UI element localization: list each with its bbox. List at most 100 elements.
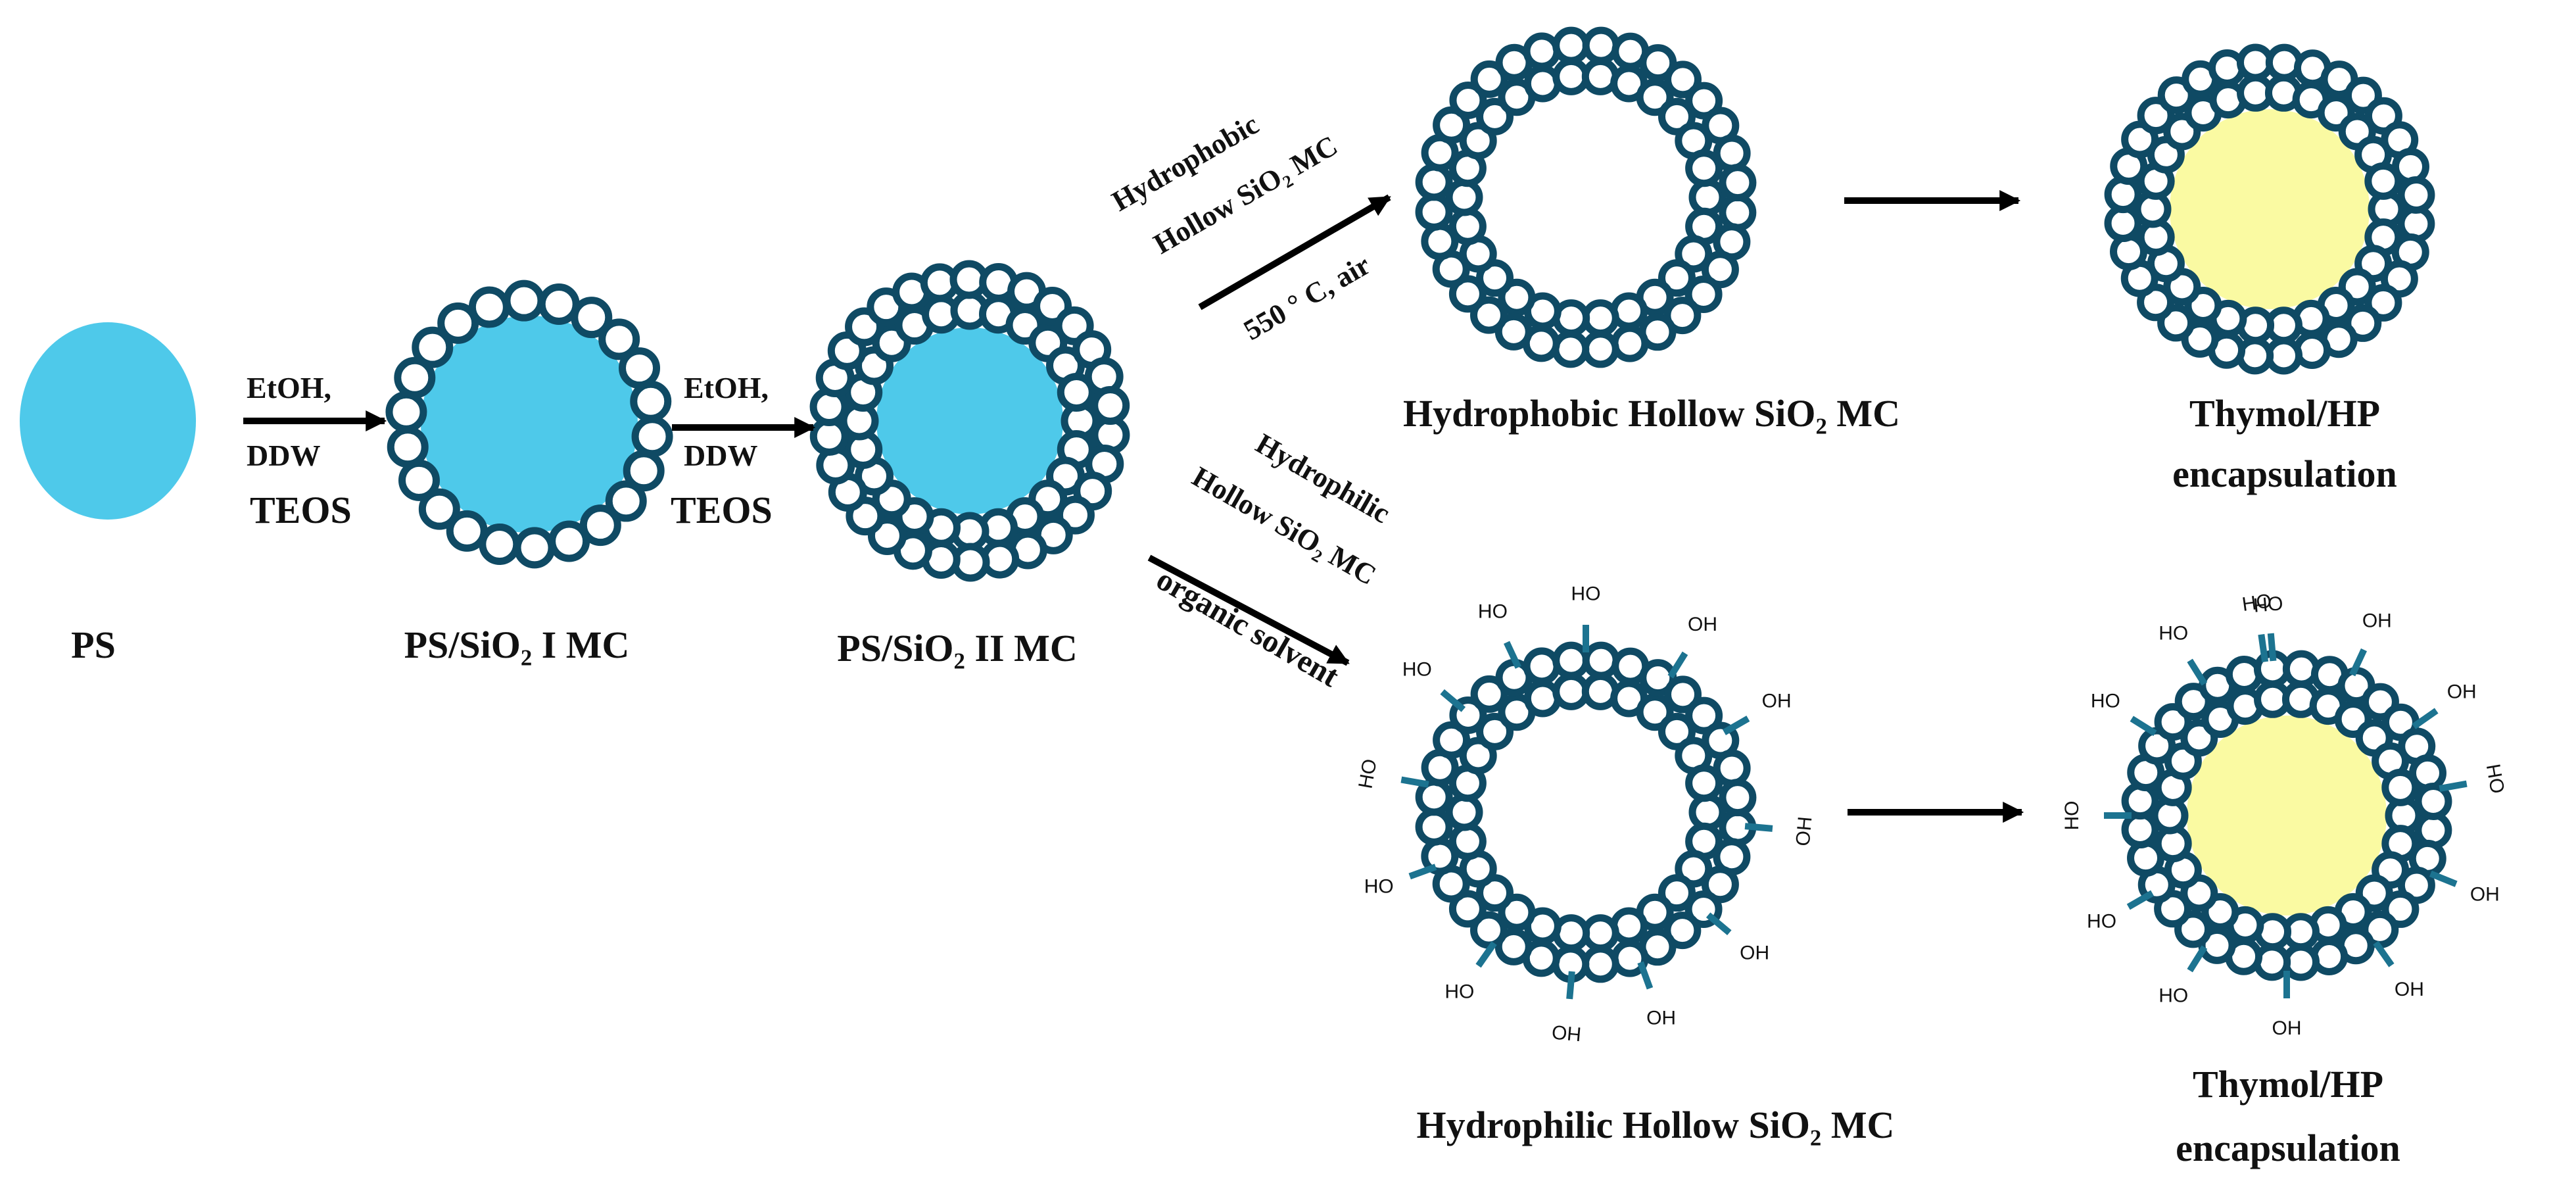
hydroxyl-label: OH xyxy=(2470,884,2500,906)
hydroxyl-label: HO xyxy=(2159,622,2188,644)
hydroxyl-label: HO xyxy=(2159,985,2188,1007)
hydroxyl-label: OH xyxy=(1762,690,1792,712)
hydroxyl-label: HO xyxy=(1444,981,1474,1002)
silica-bead xyxy=(1675,235,1713,273)
hydroxyl-bond xyxy=(2373,940,2395,967)
silica-bead xyxy=(1459,737,1497,775)
hydroxyl-bond xyxy=(1504,641,1521,669)
hydroxyl-label: OH xyxy=(2272,1017,2302,1039)
hydroxyl-bond xyxy=(2349,648,2368,677)
hydroxyl-label: HO xyxy=(1364,875,1394,897)
label-encap-bottom-line1: Thymol/HP xyxy=(2193,1063,2383,1106)
label-ps-sio2-i: PS/SiO₂ I MC xyxy=(404,623,630,666)
silica-bead xyxy=(1719,193,1757,232)
silica-bead xyxy=(394,356,436,399)
silica-bead xyxy=(630,380,672,422)
hydroxyl-bond xyxy=(2258,634,2269,662)
step1-reagent-ddw: DDW xyxy=(247,439,320,472)
hydroxyl-label: OH xyxy=(1571,582,1601,604)
silica-bead xyxy=(1552,641,1590,679)
silica-bead xyxy=(1684,276,1723,314)
silica-bead xyxy=(1639,44,1677,82)
silica-bead xyxy=(598,318,640,360)
silica-bead xyxy=(1713,134,1751,172)
silica-bead xyxy=(1470,60,1508,98)
thymol-core xyxy=(2187,716,2387,915)
silica-bead xyxy=(1421,222,1459,260)
silica-bead xyxy=(2397,176,2435,214)
silica-bead xyxy=(1675,850,1713,888)
silica-bead xyxy=(1685,149,1723,187)
hydroxyl-label: OH xyxy=(1792,816,1817,847)
hydroxyl-bond xyxy=(1667,651,1688,679)
hydroxyl-label: OH xyxy=(2483,762,2509,795)
silica-bead xyxy=(1552,330,1590,368)
silica-bead xyxy=(1582,641,1620,679)
silica-bead xyxy=(1685,82,1723,120)
step2-reagent-teos: TEOS xyxy=(671,489,773,531)
silica-bead xyxy=(1057,373,1096,412)
silica-bead xyxy=(1688,793,1727,831)
hydroxyl-label: HO xyxy=(1402,659,1432,681)
silica-bead xyxy=(1701,251,1739,289)
silica-bead xyxy=(1685,764,1723,802)
silica-bead xyxy=(1663,297,1702,335)
hydroxyl-label: OH xyxy=(1688,614,1717,635)
silica-bead xyxy=(437,302,479,344)
label-encap-top-line2: encapsulation xyxy=(2172,452,2397,495)
silica-bead xyxy=(1494,927,1533,965)
hydroxyl-bond xyxy=(1722,716,1750,735)
label-hydrophilic-product: Hydrophilic Hollow SiO₂ MC xyxy=(1417,1104,1895,1146)
ps-sio2-ii-particle xyxy=(809,260,1130,582)
silica-bead xyxy=(1433,106,1471,144)
hydroxyl-bond xyxy=(2187,945,2208,973)
hydroxyl-bond xyxy=(2412,708,2439,729)
lower-branch-arrow xyxy=(1147,554,1350,666)
hydroxyl-label: OH xyxy=(1646,1008,1676,1029)
silica-bead xyxy=(1433,721,1471,759)
hydrophobic-hollow-particle xyxy=(1415,26,1757,368)
silica-bead xyxy=(619,347,661,389)
hydroxyl-label: OH xyxy=(2395,979,2424,1000)
hydroxyl-bond xyxy=(1705,912,1732,936)
silica-bead xyxy=(468,286,510,328)
hydroxyl-bond xyxy=(1744,823,1773,832)
hydroxyl-label: OH xyxy=(2447,681,2477,703)
hydroxyl-label: OH xyxy=(2362,610,2392,631)
upper-branch-arrow xyxy=(1198,194,1391,310)
thymol-encapsulated-hydrophobic-particle xyxy=(2104,43,2435,375)
silica-bead xyxy=(1476,259,1514,297)
silica-bead xyxy=(385,391,427,433)
label-ps: PS xyxy=(71,623,116,666)
hydroxyl-bond xyxy=(2267,633,2277,662)
ps-core xyxy=(421,316,638,533)
hydroxyl-bond xyxy=(1400,776,1429,788)
silica-bead xyxy=(1476,874,1514,912)
silica-bead xyxy=(398,459,440,501)
ps-core xyxy=(876,328,1063,514)
step2-reagent-etoh: EtOH, xyxy=(684,371,769,404)
silica-bead xyxy=(513,527,556,569)
upper-branch-condition: 550 ° C, air xyxy=(1238,249,1375,347)
hydroxyl-bond xyxy=(1566,971,1575,1000)
silica-bead xyxy=(1552,26,1590,64)
hydroxyl-bond xyxy=(1440,689,1466,712)
silica-bead xyxy=(1448,890,1487,928)
hydroxyl-bond xyxy=(2429,870,2458,887)
hydroxyl-bond xyxy=(2187,658,2208,686)
silica-bead xyxy=(1719,779,1757,817)
silica-bead xyxy=(623,450,665,492)
hydroxyl-bond xyxy=(2439,780,2468,792)
silica-bead xyxy=(1449,81,1487,119)
lower-branch-label: Hydrophilic Hollow SiO₂ MC xyxy=(1187,427,1396,592)
silica-bead xyxy=(1494,312,1533,351)
silica-bead xyxy=(1701,866,1739,904)
ps-sio2-i-particle xyxy=(385,280,673,569)
hydroxyl-label: HO xyxy=(2091,691,2120,712)
silica-bead xyxy=(548,520,590,562)
ps-particle xyxy=(20,322,196,520)
hydroxyl-label: HO xyxy=(1354,758,1381,791)
silica-bead xyxy=(1469,296,1508,334)
